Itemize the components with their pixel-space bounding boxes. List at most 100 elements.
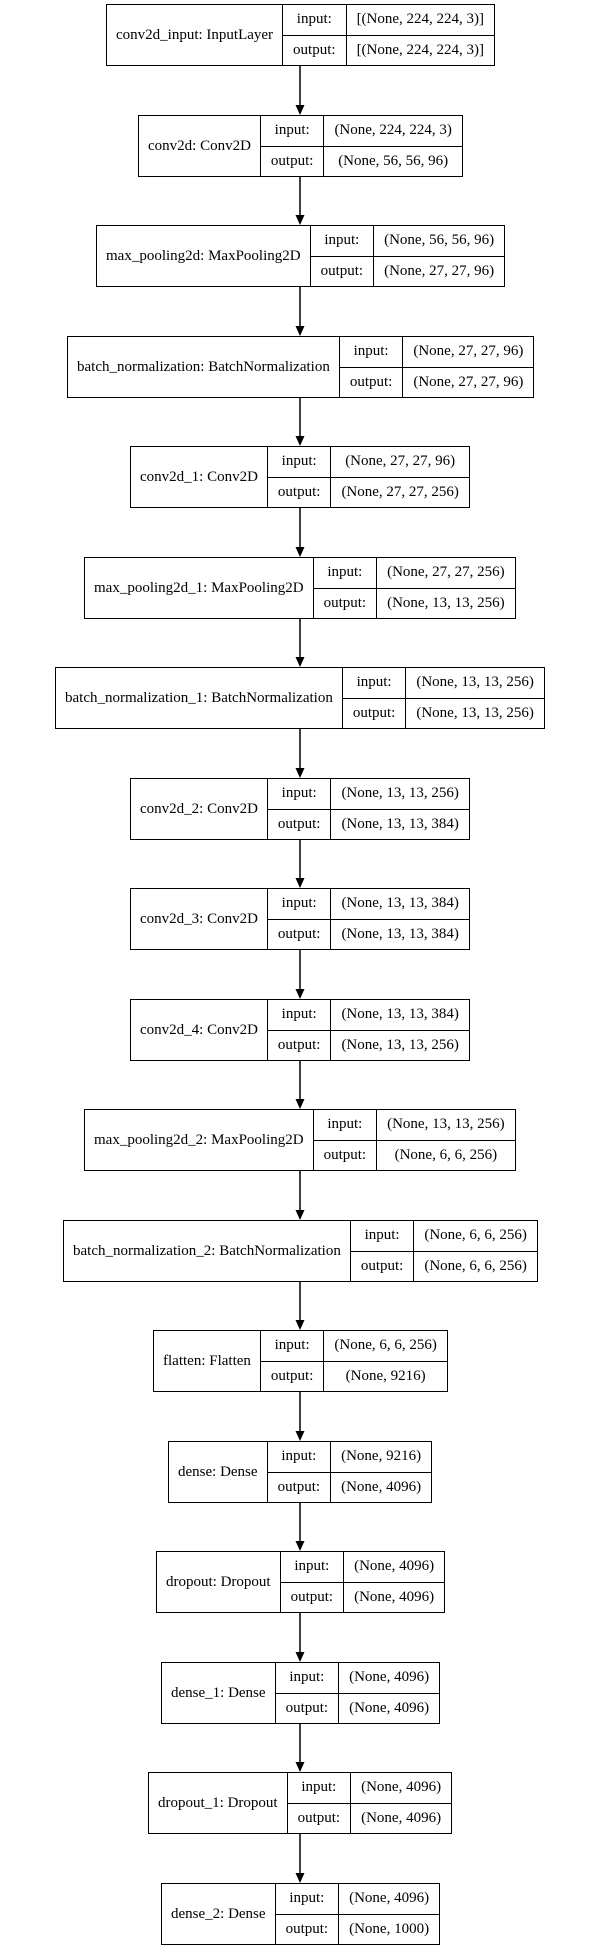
layer-io-shapes: (None, 56, 56, 96)(None, 27, 27, 96) (374, 226, 505, 286)
layer-io-labels: input: output: (339, 337, 404, 397)
input-shape: (None, 4096) (339, 1884, 440, 1915)
arrowhead-icon (295, 326, 305, 336)
layer-name: max_pooling2d: MaxPooling2D (97, 226, 311, 286)
output-label: output: (323, 594, 367, 611)
output-label: output: (349, 373, 393, 390)
layer-io-shapes: (None, 9216)(None, 4096) (331, 1442, 432, 1502)
output-label: output: (277, 925, 321, 942)
input-shape: (None, 13, 13, 256) (377, 1110, 515, 1141)
output-label: output: (285, 1699, 329, 1716)
input-shape: (None, 9216) (331, 1442, 432, 1473)
layer-io-shapes: (None, 13, 13, 384) (None, 13, 13, 256) (331, 1000, 469, 1060)
input-label: input: (275, 1884, 339, 1915)
input-shape: (None, 13, 13, 384) (331, 1000, 469, 1031)
layer-io-labels: input:output: (267, 447, 332, 507)
input-label: input: (283, 5, 346, 36)
input-shape: (None, 13, 13, 384) (331, 889, 469, 920)
output-shape: (None, 27, 27, 256) (341, 483, 459, 500)
input-label: input: (313, 1110, 377, 1141)
layer-io-shapes: (None, 27, 27, 256)(None, 13, 13, 256) (377, 558, 515, 618)
layer-io-shapes: (None, 13, 13, 256)(None, 13, 13, 256) (406, 668, 544, 728)
layer-name: dropout_1: Dropout (149, 1773, 288, 1833)
layer-io-labels: input:output: (310, 226, 375, 286)
arrowhead-icon (295, 878, 305, 888)
layer-name: conv2d_4: Conv2D (131, 1000, 268, 1060)
arrowhead-icon (295, 768, 305, 778)
input-shape: (None, 6, 6, 256) (324, 1331, 447, 1362)
layer-io-shapes: (None, 4096)(None, 4096) (351, 1773, 452, 1833)
input-shape: (None, 4096) (339, 1663, 440, 1694)
output-shape: (None, 13, 13, 384) (341, 925, 459, 942)
output-label: output: (277, 1036, 321, 1053)
input-shape: [(None, 224, 224, 3)] (346, 5, 495, 36)
input-label: input: (267, 779, 331, 810)
output-shape: (None, 27, 27, 96) (413, 373, 524, 390)
arrowhead-icon (295, 215, 305, 225)
input-label: input: (267, 1000, 331, 1031)
layer-name: conv2d_1: Conv2D (131, 447, 268, 507)
arrowhead-icon (295, 1762, 305, 1772)
input-label: input: (287, 1773, 351, 1804)
layer-io-shapes: (None, 224, 224, 3)(None, 56, 56, 96) (324, 116, 462, 176)
input-label: input: (280, 1552, 344, 1583)
input-label: input: (267, 889, 331, 920)
arrowhead-icon (295, 989, 305, 999)
layer-node: batch_normalization_1: BatchNormalizatio… (55, 667, 545, 729)
output-label: output: (323, 1146, 367, 1163)
input-label: input: (313, 558, 377, 589)
arrowhead-icon (295, 547, 305, 557)
input-shape: (None, 27, 27, 96) (403, 337, 534, 368)
layer-name: max_pooling2d_1: MaxPooling2D (85, 558, 314, 618)
layer-io-labels: input: output: (313, 558, 378, 618)
layer-name: batch_normalization_2: BatchNormalizatio… (64, 1221, 351, 1281)
arrowhead-icon (295, 1099, 305, 1109)
layer-node: batch_normalization_2: BatchNormalizatio… (63, 1220, 538, 1282)
arrowhead-icon (295, 1873, 305, 1883)
input-shape: (None, 27, 27, 96) (331, 447, 469, 478)
layer-name: dense_2: Dense (162, 1884, 276, 1944)
input-label: input: (339, 337, 403, 368)
output-label: output: (285, 1920, 329, 1937)
arrowhead-icon (295, 105, 305, 115)
output-label: output: (270, 152, 314, 169)
layer-io-labels: input: output: (342, 668, 407, 728)
output-label: output: (270, 1367, 314, 1384)
layer-name: conv2d: Conv2D (139, 116, 261, 176)
input-label: input: (267, 447, 331, 478)
output-shape: (None, 13, 13, 256) (341, 1036, 459, 1053)
output-shape: (None, 6, 6, 256) (394, 1146, 498, 1163)
layer-io-labels: input:output: (260, 116, 325, 176)
output-label: output: (277, 815, 321, 832)
input-shape: (None, 13, 13, 256) (406, 668, 544, 699)
input-shape: (None, 56, 56, 96) (374, 226, 505, 257)
output-label: output: (360, 1257, 404, 1274)
output-label: output: (293, 41, 336, 58)
layer-io-labels: input: output: (267, 779, 332, 839)
arrowhead-icon (295, 1652, 305, 1662)
layer-io-labels: input: output: (283, 5, 347, 65)
output-label: output: (352, 704, 396, 721)
layer-name: dense_1: Dense (162, 1663, 276, 1723)
layer-name: conv2d_input: InputLayer (107, 5, 284, 65)
output-shape: (None, 6, 6, 256) (424, 1257, 527, 1274)
input-label: input: (267, 1442, 331, 1473)
layer-io-shapes: (None, 27, 27, 96) (None, 27, 27, 256) (331, 447, 469, 507)
layer-name: flatten: Flatten (154, 1331, 261, 1391)
layer-io-labels: input:output: (350, 1221, 415, 1281)
layer-io-labels: input: output: (267, 889, 332, 949)
layer-name: max_pooling2d_2: MaxPooling2D (85, 1110, 314, 1170)
arrowhead-icon (295, 1320, 305, 1330)
layer-io-labels: input: output: (260, 1331, 325, 1391)
input-label: input: (342, 668, 406, 699)
input-label: input: (260, 1331, 324, 1362)
layer-io-labels: input:output: (275, 1663, 340, 1723)
